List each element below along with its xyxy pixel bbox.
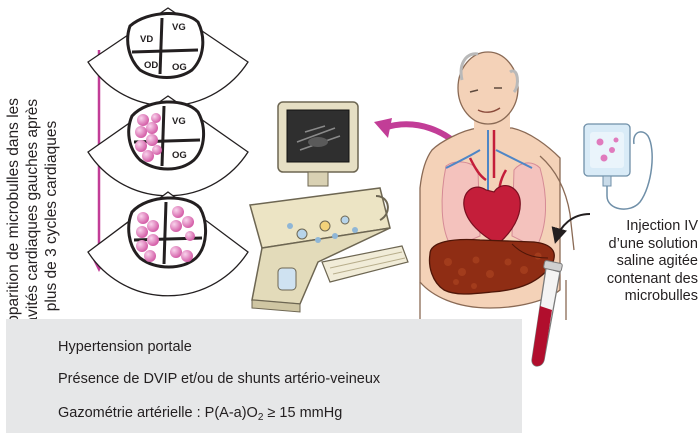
vessels [445,130,533,190]
og-label: OG [172,62,187,73]
vg-label: VG [172,116,186,127]
criterion-blood-gas-prefix: Gazométrie artérielle : P(A-a)O [58,405,258,421]
criterion-portal-hypertension: Hypertension portale [58,339,192,355]
injection-caption-line-1: Injection IV [626,218,698,234]
microbubbles-right-side [135,113,162,162]
og-label: OG [172,150,187,161]
blood-test-tube [531,260,563,367]
vg-label: VG [172,22,186,33]
echo-panel-1: VG VD OD OG [87,7,249,107]
echo-panel-2: VG OG [87,95,249,197]
patient-figure [419,51,575,320]
injection-caption-line-2: d’une solution [608,235,699,252]
microbubble-caption-line-3: plus de 3 cycles cardiaques [42,120,60,312]
criteria-box: Hypertension portale Présence de DVIP et… [6,319,522,433]
liver [428,238,555,295]
injection-arrow [551,213,591,244]
ultrasound-machine [249,101,409,313]
echo-panel-3 [87,191,249,297]
criterion-blood-gas: Gazométrie artérielle : P(A-a)O2 ≥ 15 mm… [58,405,342,423]
od-label: OD [144,60,158,71]
criterion-blood-gas-subscript: 2 [257,412,264,423]
vd-label: VD [140,34,153,45]
injection-caption: Injection IV d’une solution saline agité… [572,218,698,306]
injection-caption-line-5: microbulles [624,288,698,304]
injection-caption-line-3: saline agitée [616,253,698,269]
iv-bag [583,123,653,210]
microbubbles-both-sides [136,206,195,262]
criterion-blood-gas-suffix: ≥ 15 mmHg [263,405,343,421]
injection-caption-line-4: contenant des [606,270,698,287]
microbubble-caption-line-1: Apparition de microbulles dans les [4,97,22,335]
criterion-dvip-shunts: Présence de DVIP et/ou de shunts artério… [58,371,381,387]
lungs [441,161,547,249]
microbubble-caption-line-2: cavités cardiaques gauches après [23,98,41,334]
